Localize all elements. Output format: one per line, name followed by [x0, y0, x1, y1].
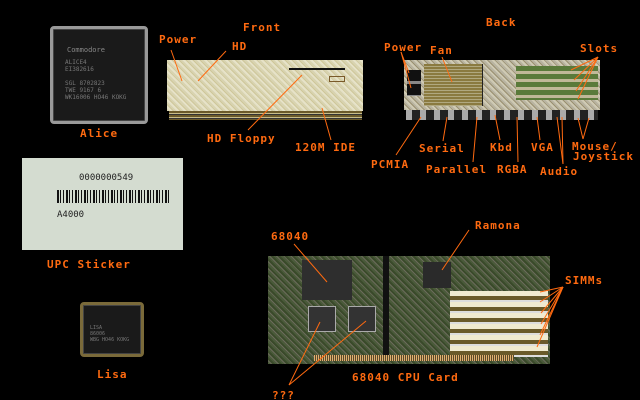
label-power-front: Power	[159, 33, 198, 46]
label-back: Back	[486, 16, 517, 29]
lisa-chip-image: LISA 86006 WBG HO46 KOKG	[80, 302, 144, 357]
label-joystick: Joystick	[573, 150, 634, 163]
back-case-image	[404, 60, 600, 110]
alice-chip-image: Commodore ALICE4 EI382616 SGL 8702823 TW…	[50, 26, 148, 124]
68040-cpu-chip	[302, 260, 352, 300]
edge-connector	[314, 355, 514, 361]
power-sockets	[407, 70, 421, 96]
floppy-button	[329, 76, 345, 82]
unknown-chip-1	[308, 306, 336, 332]
label-parallel: Parallel	[426, 163, 487, 176]
label-vga: VGA	[531, 141, 554, 154]
label-serial: Serial	[419, 142, 465, 155]
label-ramona: Ramona	[475, 219, 521, 232]
label-audio: Audio	[540, 165, 579, 178]
fan-grille	[424, 64, 483, 106]
lisa-chip-text: LISA 86006 WBG HO46 KOKG	[90, 325, 130, 343]
board-divider	[383, 256, 389, 356]
label-68040-cpu-card: 68040 CPU Card	[352, 371, 459, 384]
alice-chip-brand: Commodore	[67, 46, 105, 54]
ramona-chip	[423, 262, 451, 288]
label-hd: HD	[232, 40, 248, 53]
front-case-image	[167, 60, 363, 111]
simm-slots	[450, 291, 548, 357]
label-front: Front	[243, 21, 282, 34]
label-upc-sticker: UPC Sticker	[47, 258, 131, 271]
barcode	[57, 190, 171, 203]
label-alice: Alice	[80, 127, 119, 140]
label-rgba: RGBA	[497, 163, 528, 176]
label-68040: 68040	[271, 230, 310, 243]
label-slots: Slots	[580, 42, 619, 55]
front-case-base	[169, 111, 362, 120]
unknown-chip-2	[348, 306, 376, 332]
floppy-slot	[289, 68, 345, 70]
label-kbd: Kbd	[490, 141, 513, 154]
label-120m-ide: 120M IDE	[295, 141, 356, 154]
label-simms: SIMMs	[565, 274, 604, 287]
alice-chip-text: ALICE4 EI382616 SGL 8702823 TWE 9167 6 W…	[65, 59, 127, 101]
label-fan: Fan	[430, 44, 453, 57]
upc-sticker-image: 0000000549 A4000	[22, 158, 183, 250]
label-lisa: Lisa	[97, 368, 128, 381]
label-power-back: Power	[384, 41, 423, 54]
cpu-card-image	[268, 256, 550, 364]
label-mouse: Mouse/	[572, 140, 618, 153]
back-port-strip	[406, 110, 598, 120]
sticker-model: A4000	[57, 210, 85, 220]
label-pcmcia: PCMIA	[371, 158, 410, 171]
expansion-slots	[516, 66, 598, 100]
label-hd-floppy: HD Floppy	[207, 132, 276, 145]
sticker-number: 0000000549	[79, 173, 134, 183]
label-unknown: ???	[272, 389, 295, 400]
